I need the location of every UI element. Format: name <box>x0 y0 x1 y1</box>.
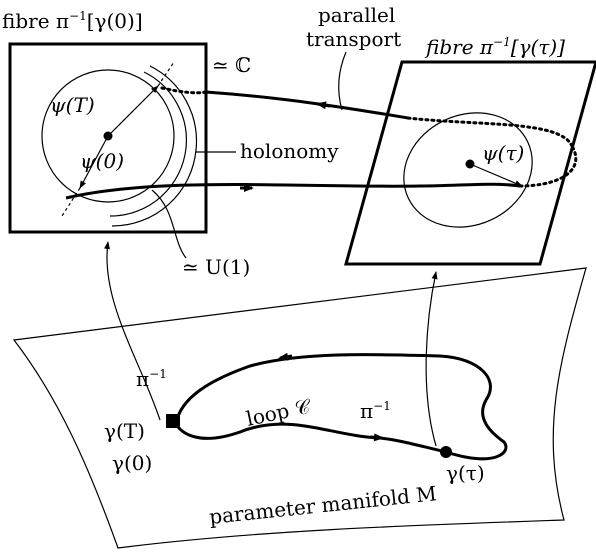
pi-inv-left-label: π−1 <box>136 367 167 391</box>
gamma-0-label: γ(0) <box>112 451 152 475</box>
holonomy-label: holonomy <box>240 139 339 163</box>
psi-T-tail-dash <box>157 61 175 87</box>
parallel-label: parallel <box>318 3 395 27</box>
transport-path-upper-dotted <box>406 116 574 148</box>
gamma-start-marker <box>166 414 180 428</box>
gamma-tau-marker <box>440 446 452 458</box>
u1-pointer <box>151 189 187 259</box>
psi-T-label: ψ(T) <box>50 93 95 117</box>
psi-0-vector <box>79 135 109 189</box>
psi-tau-vector <box>469 163 523 187</box>
gamma-tau-label: γ(τ) <box>446 461 485 485</box>
iso-U1-label: ≃ U(1) <box>182 255 250 279</box>
parallel-transport-pointer <box>338 51 347 111</box>
psi-0-label: ψ(0) <box>80 149 124 173</box>
transport-path-inner-dotted <box>160 86 208 95</box>
holonomy-arc <box>109 71 188 217</box>
psi-T-vector <box>107 85 159 137</box>
pi-inv-right-label: π−1 <box>360 399 391 423</box>
transport-path-upper-arrow <box>316 101 331 110</box>
fibre-origin-right <box>465 159 475 169</box>
transport-path-lower-dotted <box>518 144 578 188</box>
fibre-left-label: fibre π−1[γ(0)] <box>2 9 143 33</box>
gamma-T-label: γ(T) <box>104 419 145 443</box>
loop-arrow-lower <box>369 433 384 442</box>
fibre-origin-left <box>103 131 113 141</box>
iso-C-label: ≃ ℂ <box>212 53 251 77</box>
holonomy-arc-outer <box>111 65 198 227</box>
loop-arrow-upper <box>278 352 293 361</box>
transport-path-lower <box>65 182 521 200</box>
fibre-right-label: fibre π−1[γ(τ)] <box>424 35 565 59</box>
transport-path-upper <box>205 90 409 120</box>
psi-tau-label: ψ(τ) <box>482 141 524 165</box>
manifold-surface <box>12 267 587 549</box>
fibre-circle-left <box>41 69 175 203</box>
transport-label: transport <box>306 27 401 51</box>
pi-inv-arrow-left <box>104 241 161 421</box>
